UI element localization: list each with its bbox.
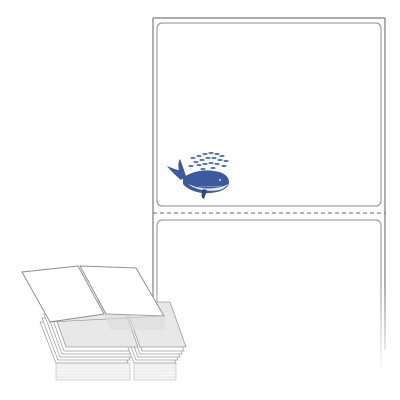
fanfold-label-stack-icon — [21, 265, 187, 381]
strip-fade — [148, 285, 393, 375]
fish-school-icon — [188, 151, 229, 171]
whale-icon — [167, 151, 229, 199]
label-1 — [156, 22, 382, 207]
